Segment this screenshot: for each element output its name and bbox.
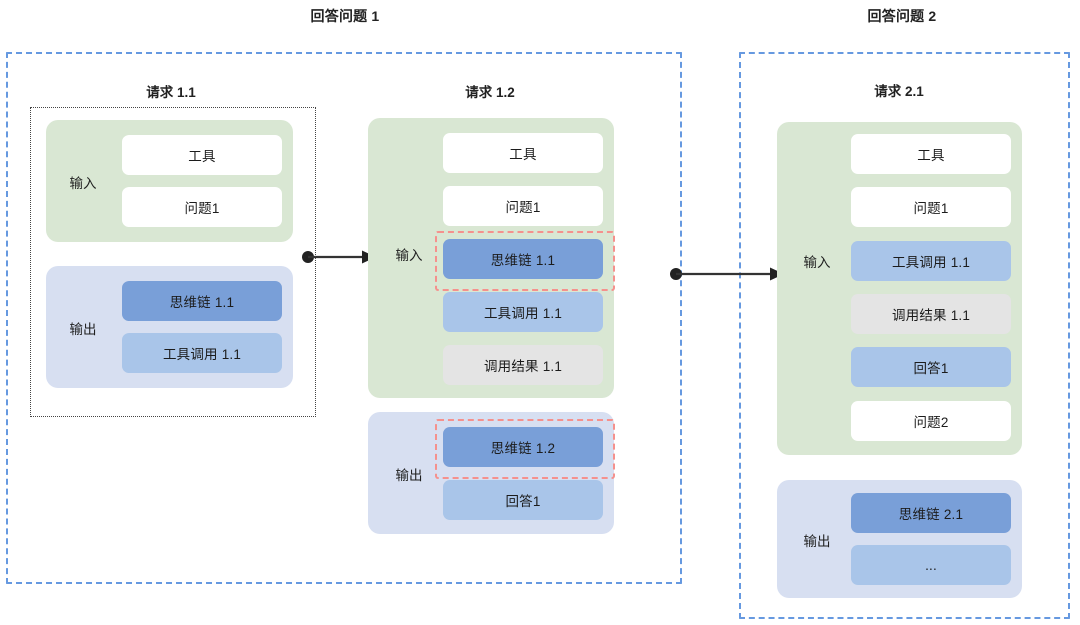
- chip-input-1-2-2: 思维链 1.1: [443, 239, 603, 279]
- chip-input-1-1-0: 工具: [122, 135, 282, 175]
- phase-frame-1: [6, 52, 682, 584]
- chip-input-2-1-1: 问题1: [851, 187, 1011, 227]
- phase-frame-2: [739, 52, 1070, 619]
- phase-title-2: 回答问题 2: [867, 8, 937, 24]
- chip-output-1-2-1: 回答1: [443, 480, 603, 520]
- chip-input-2-1-5: 问题2: [851, 401, 1011, 441]
- chip-input-1-1-1: 问题1: [122, 187, 282, 227]
- output-label-2-1: 输出: [803, 534, 831, 549]
- chip-input-1-2-3: 工具调用 1.1: [443, 292, 603, 332]
- input-label-1-1: 输入: [69, 176, 97, 191]
- chip-output-2-1-0: 思维链 2.1: [851, 493, 1011, 533]
- input-block-2-1: [777, 122, 1022, 455]
- request-title-2-1: 请求 2.1: [874, 84, 924, 99]
- chip-output-1-1-1: 工具调用 1.1: [122, 333, 282, 373]
- chip-input-2-1-3: 调用结果 1.1: [851, 294, 1011, 334]
- phase-title-1: 回答问题 1: [310, 8, 380, 24]
- input-label-1-2: 输入: [395, 248, 423, 263]
- chip-output-1-1-0: 思维链 1.1: [122, 281, 282, 321]
- chip-input-2-1-4: 回答1: [851, 347, 1011, 387]
- output-label-1-2: 输出: [395, 468, 423, 483]
- input-label-2-1: 输入: [803, 255, 831, 270]
- chip-input-2-1-0: 工具: [851, 134, 1011, 174]
- chip-output-1-2-0: 思维链 1.2: [443, 427, 603, 467]
- arrow-phase1-to-phase2: [670, 267, 784, 281]
- chip-output-2-1-1: ...: [851, 545, 1011, 585]
- request-title-1-1: 请求 1.1: [146, 85, 196, 100]
- chip-input-2-1-2: 工具调用 1.1: [851, 241, 1011, 281]
- request-title-1-2: 请求 1.2: [465, 85, 515, 100]
- chip-input-1-2-4: 调用结果 1.1: [443, 345, 603, 385]
- chip-input-1-2-0: 工具: [443, 133, 603, 173]
- output-label-1-1: 输出: [69, 322, 97, 337]
- chip-input-1-2-1: 问题1: [443, 186, 603, 226]
- request-frame-1-1: [30, 107, 316, 417]
